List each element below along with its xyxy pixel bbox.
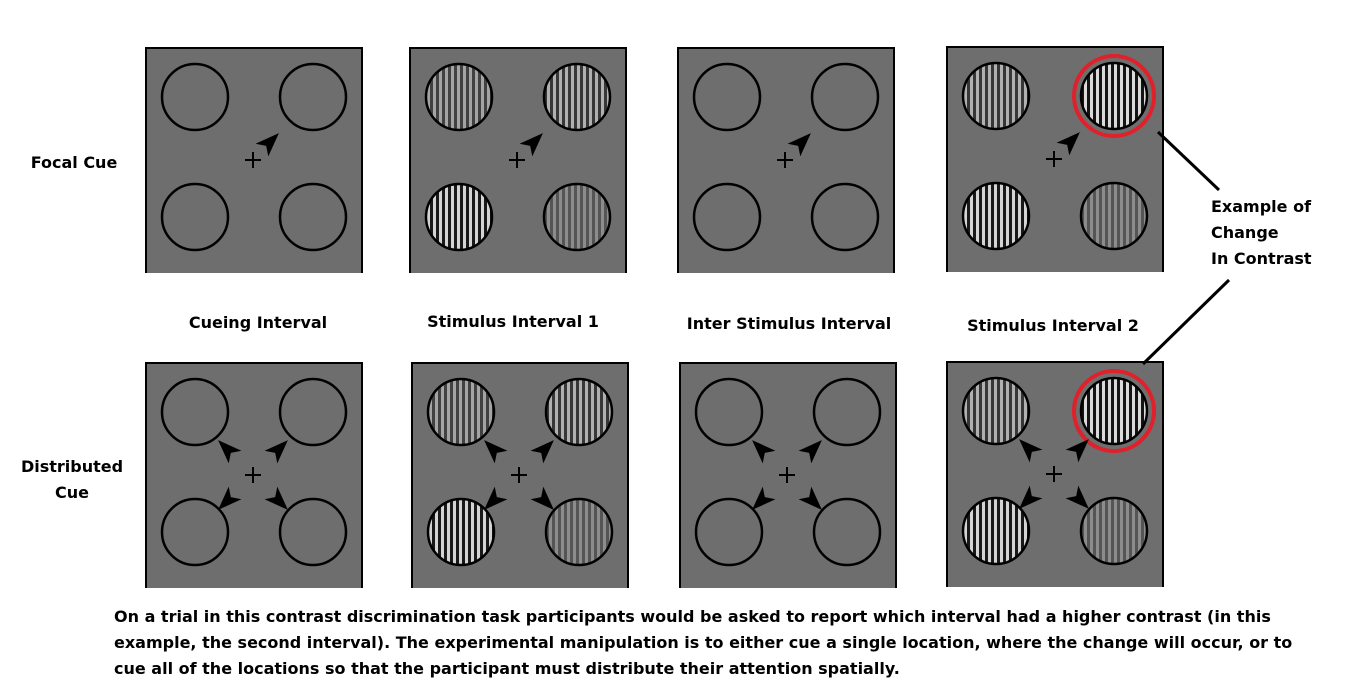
stimulus-location-circle xyxy=(812,497,882,567)
distributed-cue-arrow-icon xyxy=(1065,439,1089,463)
panel-focal-stim1 xyxy=(409,47,627,273)
distributed-cue-arrow-icon xyxy=(1065,485,1089,509)
distributed-cue-arrow-icon xyxy=(798,486,822,510)
stimulus-location-circle xyxy=(694,377,764,447)
distributed-cue-arrow-icon xyxy=(484,440,508,464)
stimulus-location-circle xyxy=(544,377,614,447)
focal-cue-arrow-icon xyxy=(1056,132,1080,156)
stimulus-location-circle xyxy=(160,377,230,447)
connector-line-bottom xyxy=(1141,278,1231,366)
stimulus-location-circle xyxy=(544,497,614,567)
stimulus-location-circle xyxy=(1079,496,1149,566)
distributed-cue-arrow-icon xyxy=(218,440,242,464)
distributed-cue-arrow-icon xyxy=(752,440,776,464)
stimulus-location-circle xyxy=(278,497,348,567)
stimulus-location-circle xyxy=(542,182,612,252)
focal-cue-arrow-icon xyxy=(255,133,279,157)
distributed-cue-arrow-icon xyxy=(218,486,242,510)
distributed-cue-arrow-icon xyxy=(798,440,822,464)
interval-label-stim2: Stimulus Interval 2 xyxy=(967,316,1139,335)
stimulus-location-circle xyxy=(278,182,348,252)
stimulus-location-circle xyxy=(542,62,612,132)
distributed-cue-arrow-icon xyxy=(264,440,288,464)
stimulus-location-circle xyxy=(694,497,764,567)
distributed-cue-arrow-icon xyxy=(530,440,554,464)
panel-distributed-cueing xyxy=(145,362,363,588)
stimulus-location-circle xyxy=(961,61,1031,131)
change-highlight-ring xyxy=(1072,54,1156,138)
stimulus-location-circle xyxy=(810,62,880,132)
stimulus-location-circle xyxy=(692,62,762,132)
panel-distributed-stim2 xyxy=(946,361,1164,587)
distributed-cue-arrow-icon xyxy=(484,486,508,510)
focal-cue-arrow-icon xyxy=(519,133,543,157)
annotation-line: In Contrast xyxy=(1211,249,1312,268)
stimulus-location-circle xyxy=(961,376,1031,446)
distributed-cue-arrow-icon xyxy=(264,486,288,510)
distributed-cue-arrow-icon xyxy=(530,486,554,510)
stimulus-location-circle xyxy=(1079,181,1149,251)
distributed-cue-arrow-icon xyxy=(1019,485,1043,509)
annotation-line: Example of xyxy=(1211,197,1312,216)
stimulus-location-circle xyxy=(426,497,496,567)
row-label-line: Cue xyxy=(55,483,89,502)
row-label-line: Focal Cue xyxy=(30,153,118,172)
row-label-line: Distributed xyxy=(20,457,124,476)
stimulus-location-circle xyxy=(426,377,496,447)
stimulus-location-circle xyxy=(1079,376,1149,446)
figure-caption: On a trial in this contrast discriminati… xyxy=(114,607,1293,678)
interval-label-cueing: Cueing Interval xyxy=(188,313,328,332)
panel-distributed-stim1 xyxy=(411,362,629,588)
distributed-cue-arrow-icon xyxy=(752,486,776,510)
panel-focal-isi xyxy=(677,47,895,273)
stimulus-location-circle xyxy=(424,182,494,252)
stimulus-location-circle xyxy=(812,377,882,447)
panel-focal-stim2 xyxy=(946,46,1164,272)
stimulus-location-circle xyxy=(160,497,230,567)
focal-cue-arrow-icon xyxy=(787,133,811,157)
stimulus-location-circle xyxy=(1079,61,1149,131)
connector-line-top xyxy=(1156,130,1221,192)
stimulus-location-circle xyxy=(160,62,230,132)
stimulus-location-circle xyxy=(692,182,762,252)
distributed-cue-arrow-icon xyxy=(1019,439,1043,463)
stimulus-location-circle xyxy=(810,182,880,252)
stimulus-location-circle xyxy=(278,62,348,132)
stimulus-location-circle xyxy=(424,62,494,132)
change-highlight-ring xyxy=(1072,369,1156,453)
row-label-distributed: Distributed Cue xyxy=(14,454,130,506)
interval-label-isi: Inter Stimulus Interval xyxy=(686,314,892,333)
annotation-line: Change xyxy=(1211,223,1279,242)
panel-focal-cueing xyxy=(145,47,363,273)
stimulus-location-circle xyxy=(160,182,230,252)
stimulus-location-circle xyxy=(961,181,1031,251)
panel-distributed-isi xyxy=(679,362,897,588)
stimulus-location-circle xyxy=(961,496,1031,566)
interval-label-stim1: Stimulus Interval 1 xyxy=(427,312,599,331)
change-annotation: Example of Change In Contrast xyxy=(1211,194,1312,272)
stimulus-location-circle xyxy=(278,377,348,447)
row-label-focal: Focal Cue xyxy=(24,150,124,176)
